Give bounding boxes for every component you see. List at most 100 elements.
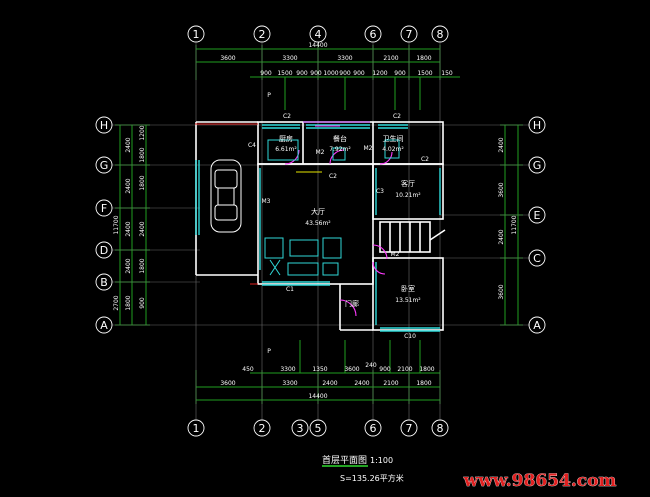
column-axis-2-bottom-circle [253,419,271,437]
row-axis-G-left-circle [95,156,113,174]
dim-top2-1: 900 [260,70,272,77]
tag-p-bottom: P [267,348,271,355]
room-guest-name: 客厅 [401,179,415,188]
column-axis-8-top: 8 [437,28,444,41]
column-axis-6-bottom: 6 [370,422,377,435]
column-axis-1-top-circle [187,25,205,43]
column-axis-1-bottom-circle [187,419,205,437]
row-axis-D-left: D [100,244,108,257]
tag-m3: M3 [262,198,271,205]
tag-p-top: P [267,92,271,99]
dim-left-mid-1: 2400 [125,137,132,152]
dim-top-total: 14400 [308,42,327,49]
tag-c3: C3 [376,188,384,195]
tag-c2-b: C2 [393,113,401,120]
room-living-area: 43.56m² [305,220,331,227]
room-guest-area: 10.21m² [395,192,421,199]
column-axis-5-bottom: 5 [315,422,322,435]
dim-left-mid-3: 2400 [125,221,132,236]
dim-bot-2: 3300 [282,380,297,387]
dim-top2-7: 900 [353,70,365,77]
dim-top2-4: 900 [310,70,322,77]
row-axis-H-right-circle [528,116,546,134]
dim-left-in-3: 1800 [139,175,146,190]
watermark: www.98654.com [463,471,617,491]
axis-grid [112,43,530,420]
row-axis-C-right-circle [528,249,546,267]
dim-bot2-3: 1350 [312,366,327,373]
accent-marks [195,121,370,285]
dim-left-in-1: 1200 [139,125,146,140]
row-axis-A-right-circle [528,316,546,334]
column-axis-8-bottom: 8 [437,422,444,435]
row-axis-E-right-circle [528,206,546,224]
column-axis-1-bottom: 1 [193,422,200,435]
room-entry-name: 门廊 [345,299,359,308]
row-axis-G-right-circle [528,156,546,174]
dim-bot-4: 2400 [354,380,369,387]
column-axis-4-top-circle [309,25,327,43]
room-living-name: 大厅 [311,207,325,216]
row-axis-H-right: H [533,119,541,132]
tag-m2-a: M2 [316,149,325,156]
total-area: S=135.26平方米 [340,473,404,483]
room-bedroom-area: 13.51m² [395,297,421,304]
row-axis-G-left: G [100,159,109,172]
dim-left-total: 11700 [113,215,120,234]
row-axis-F-left: F [101,202,107,215]
tag-m2-b: M2 [364,145,373,152]
drawing-scale: 1:100 [370,456,393,465]
dim-top2-3: 900 [296,70,308,77]
column-axis-1-top: 1 [193,28,200,41]
dim-top-4: 2100 [383,55,398,62]
row-axis-A-left-circle [95,316,113,334]
dim-top-2: 3300 [282,55,297,62]
opening-tags: C2 C2 C2 C2 M2 M2 M2 C1 C10 C4 M3 P P C3 [248,92,429,355]
tag-c2-c: C2 [421,156,429,163]
dim-top2-8: 1200 [372,70,387,77]
tag-c1: C1 [286,286,294,293]
room-dining-area: 7.92m² [329,146,351,153]
row-axis-A-right: A [533,319,541,332]
dimension-texts: 14400 3600 3300 3300 2100 1800 900 1500 … [220,42,453,400]
dim-right-2: 3600 [498,182,505,197]
dim-top2-2: 1500 [277,70,292,77]
room-bath-area: 4.02m² [382,146,404,153]
tag-c10: C10 [404,333,416,340]
column-axis-6-top-circle [364,25,382,43]
dim-bot2-2: 3300 [280,366,295,373]
row-axis-H-left-circle [95,116,113,134]
room-bath-name: 卫生间 [383,134,404,143]
column-axis-7-top-circle [400,25,418,43]
dim-left-in-5: 1800 [139,258,146,273]
column-axis-2-bottom: 2 [259,422,266,435]
column-axis-2-top: 2 [259,28,266,41]
column-axis-7-top: 7 [406,28,413,41]
dim-top2-11: 150 [441,70,453,77]
dim-bot-3: 2400 [322,380,337,387]
dim-left-mid-2: 2400 [125,178,132,193]
dim-top2-9: 900 [394,70,406,77]
dim-top-1: 3600 [220,55,235,62]
dim-bot2-4: 3600 [344,366,359,373]
dim-right-4: 3600 [498,284,505,299]
dim-bot2-6: 900 [379,366,391,373]
column-axis-2-top-circle [253,25,271,43]
row-axis-B-left-circle [95,273,113,291]
dim-left-mid-5: 1800 [125,295,132,310]
row-axis-F-left-circle [95,199,113,217]
dim-bot2-1: 450 [242,366,254,373]
dim-bot2-5: 240 [365,362,377,369]
dim-top2-5: 1000 [323,70,338,77]
dim-left-in-2: 1800 [139,147,146,162]
column-axis-6-top: 6 [370,28,377,41]
dim-bot2-7: 2100 [397,366,412,373]
column-axis-8-top-circle [431,25,449,43]
tag-c2-d: C2 [329,173,337,180]
dim-top-5: 1800 [416,55,431,62]
tag-m2-c: M2 [391,251,400,258]
dim-bot2-8: 1800 [419,366,434,373]
drawing-title: 首层平面图 [322,454,367,466]
dim-right-1: 2400 [498,137,505,152]
